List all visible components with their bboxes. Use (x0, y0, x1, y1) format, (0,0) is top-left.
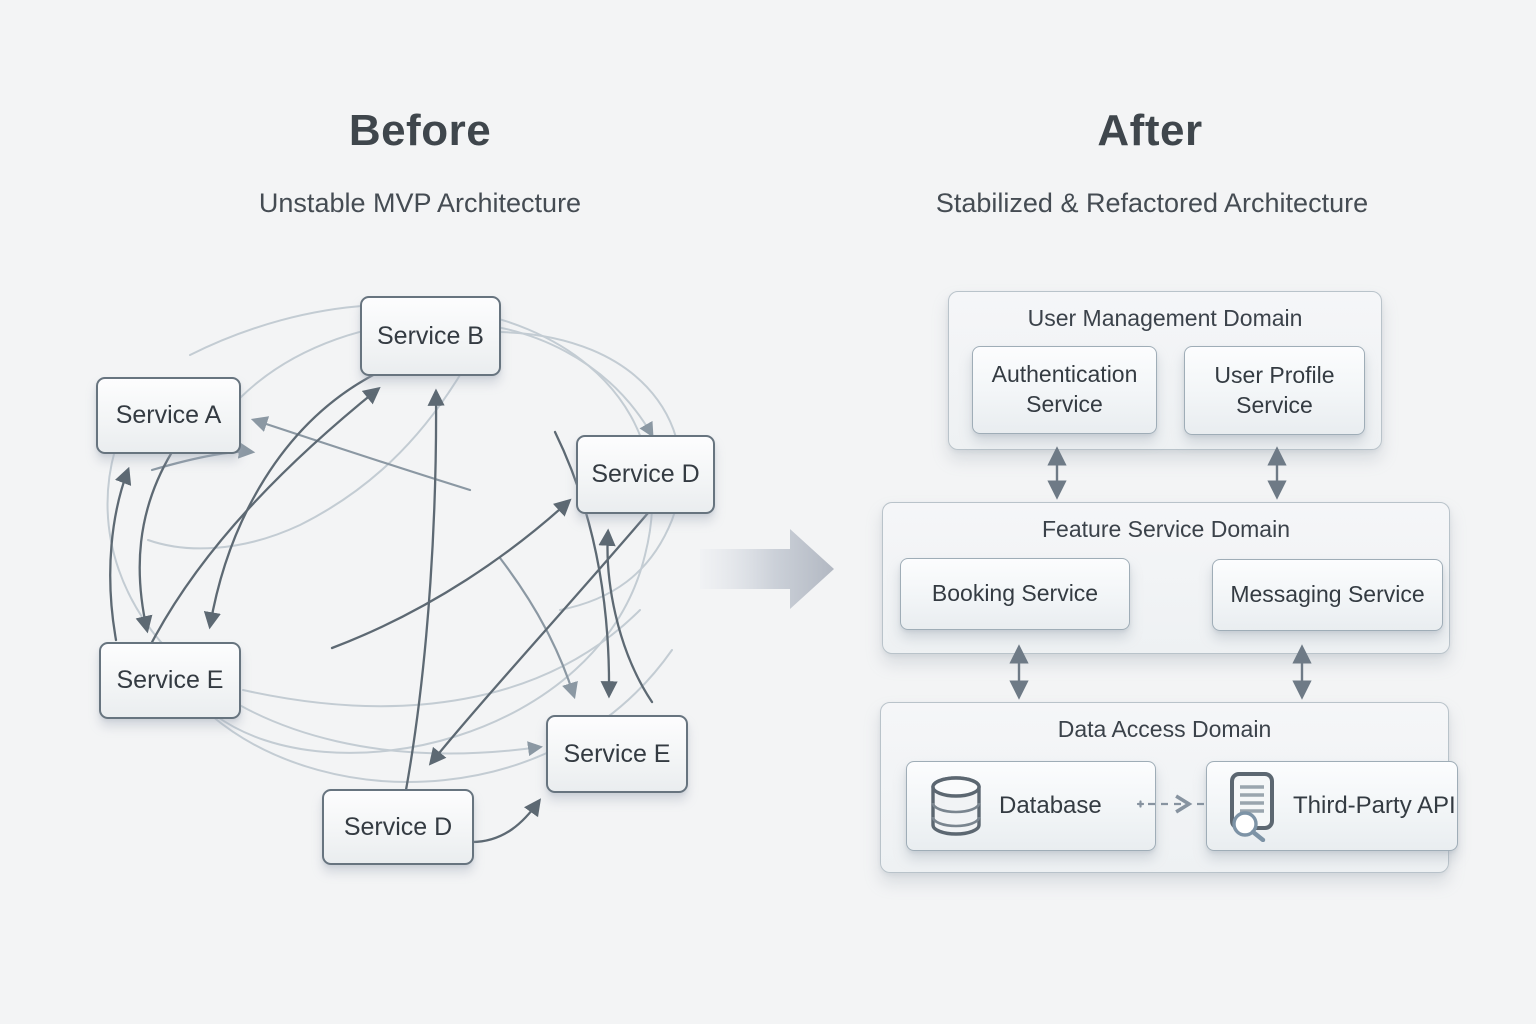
user-profile-service-box: User Profile Service (1184, 346, 1365, 435)
data-access-domain: Data Access Domain Database (880, 702, 1458, 873)
service-node-d-bottom: Service D (322, 789, 474, 865)
service-node-e-left: Service E (99, 642, 241, 719)
service-node-e-right: Service E (546, 715, 688, 793)
booking-service-box: Booking Service (900, 558, 1130, 630)
third-party-api-box: Third-Party API (1206, 761, 1458, 851)
feature-service-domain: Feature Service Domain Booking Service M… (882, 502, 1450, 654)
transition-right-arrow (700, 529, 834, 609)
domain-title: Data Access Domain (1057, 716, 1272, 742)
after-subtitle: Stabilized & Refactored Architecture (935, 188, 1369, 218)
database-icon (927, 775, 985, 837)
service-node-a: Service A (96, 377, 241, 454)
before-title: Before (348, 106, 492, 155)
authentication-service-box: Authentication Service (972, 346, 1157, 434)
domain-title: Feature Service Domain (1042, 516, 1290, 542)
document-search-icon (1227, 770, 1279, 842)
messaging-service-box: Messaging Service (1212, 559, 1443, 631)
user-management-domain: User Management Domain Authentication Se… (948, 291, 1382, 450)
service-node-d-top: Service D (576, 435, 715, 514)
service-node-b: Service B (360, 296, 501, 376)
third-party-api-label: Third-Party API (1293, 792, 1456, 820)
domain-title: User Management Domain (1027, 305, 1303, 331)
database-label: Database (999, 792, 1102, 820)
before-subtitle: Unstable MVP Architecture (258, 188, 582, 218)
after-title: After (1097, 106, 1203, 155)
database-box: Database (906, 761, 1156, 851)
